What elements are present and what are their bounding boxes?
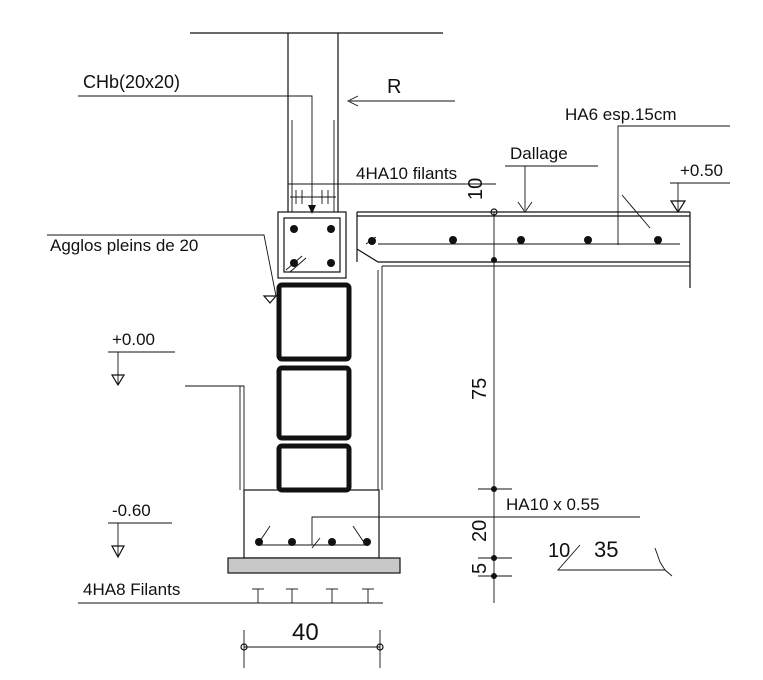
r-load-arrow: R xyxy=(346,76,455,107)
dallage-label: Dallage xyxy=(510,144,568,163)
agglos-label: Agglos pleins de 20 xyxy=(50,236,198,255)
slab-dallage xyxy=(356,211,691,490)
chb-label: CHb(20x20) xyxy=(83,72,180,92)
elevation-marker-050: +0.50 xyxy=(669,161,730,214)
dim-5: 5 xyxy=(469,563,491,574)
foundation-wall xyxy=(185,385,245,490)
elev-060-label: -0.60 xyxy=(112,501,151,520)
chainage-ticks xyxy=(288,183,496,204)
ha8-label: 4HA8 Filants xyxy=(83,580,180,599)
dim-20: 20 xyxy=(469,520,491,542)
ha8-callout: 4HA8 Filants xyxy=(78,580,383,604)
ha10x055-callout: HA10 x 0.55 xyxy=(311,495,640,545)
vertical-dimension: 10 75 20 5 xyxy=(465,178,512,603)
elev-000-label: +0.00 xyxy=(112,330,155,349)
dim-75: 75 xyxy=(469,378,491,400)
ha10x055-label: HA10 x 0.55 xyxy=(506,495,600,514)
block-wall xyxy=(276,282,352,493)
dallage-callout: Dallage xyxy=(505,144,598,213)
dim-35: 35 xyxy=(594,537,618,562)
elev-050-label: +0.50 xyxy=(680,161,723,180)
chb-callout: CHb(20x20) xyxy=(78,72,316,214)
upper-wall xyxy=(190,32,443,212)
hook-dimension: 10 35 xyxy=(548,537,673,577)
r-label: R xyxy=(387,76,401,98)
dim-10-top: 10 xyxy=(465,178,487,200)
ha6-callout: HA6 esp.15cm xyxy=(565,105,730,245)
footing xyxy=(243,489,380,559)
ha6-label: HA6 esp.15cm xyxy=(565,105,677,124)
width-dimension: 40 xyxy=(240,619,384,668)
dim-10-bottom: 10 xyxy=(548,540,570,562)
lean-concrete xyxy=(227,557,401,574)
chb-beam-section xyxy=(277,211,347,279)
elevation-marker-000: +0.00 xyxy=(108,330,175,387)
ha10-filants-label: 4HA10 filants xyxy=(356,164,457,183)
dim-40: 40 xyxy=(292,619,319,646)
agglos-callout: Agglos pleins de 20 xyxy=(47,234,278,304)
elevation-marker-060: -0.60 xyxy=(108,501,172,559)
